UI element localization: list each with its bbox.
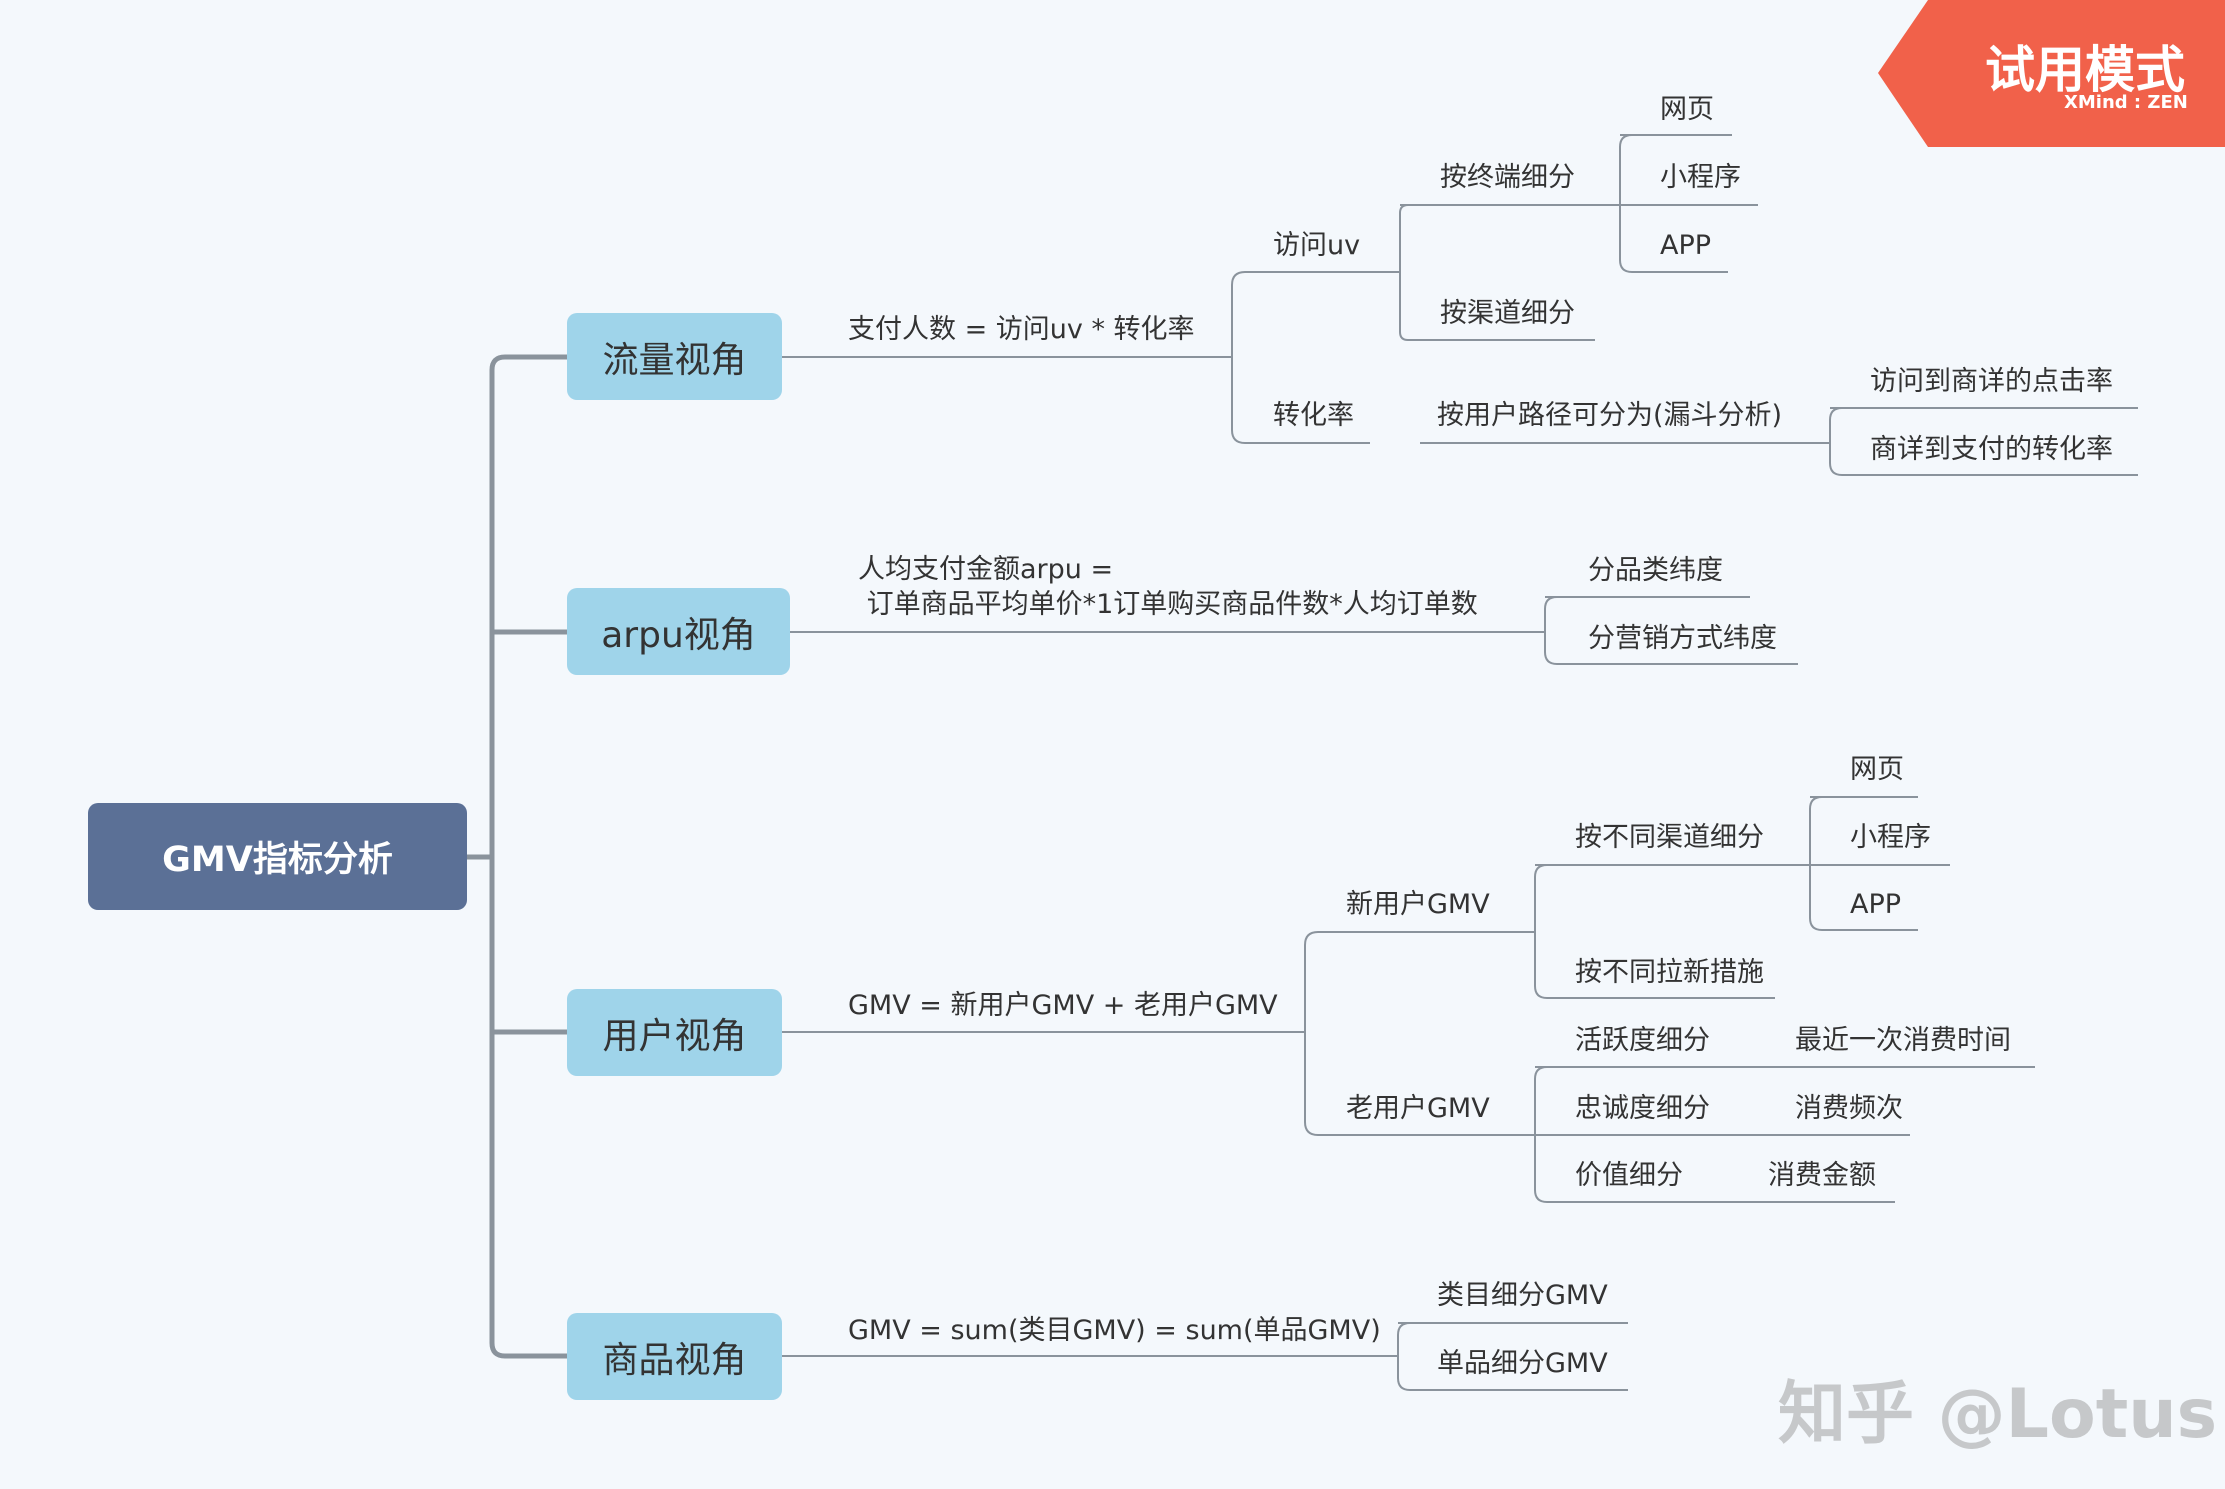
user-old-frequency[interactable]: 消费频次: [1795, 1093, 1903, 1124]
traffic-by-channel[interactable]: 按渠道细分: [1440, 298, 1575, 329]
traffic-terminal-web[interactable]: 网页: [1660, 94, 1714, 125]
user-channel-web[interactable]: 网页: [1850, 754, 1904, 785]
arpu-formula-line1[interactable]: 人均支付金额arpu =: [858, 554, 1114, 585]
arpu-formula-line2[interactable]: 订单商品平均单价*1订单购买商品件数*人均订单数: [858, 589, 1478, 620]
user-new-gmv[interactable]: 新用户GMV: [1346, 889, 1490, 920]
user-old-value[interactable]: 价值细分: [1575, 1160, 1683, 1191]
product-by-item[interactable]: 单品细分GMV: [1437, 1348, 1608, 1379]
product-by-category[interactable]: 类目细分GMV: [1437, 1280, 1608, 1311]
traffic-uv[interactable]: 访问uv: [1273, 230, 1361, 261]
product-formula[interactable]: GMV = sum(类目GMV) = sum(单品GMV): [848, 1315, 1381, 1346]
trial-mode-badge: [1878, 0, 2225, 147]
zhihu-watermark: 知乎 @Lotus: [1778, 1375, 2218, 1454]
root-node[interactable]: GMV指标分析: [88, 803, 467, 910]
arpu-by-category[interactable]: 分品类纬度: [1588, 555, 1723, 586]
xmind-zen-label: XMind : ZEN: [2064, 92, 2188, 113]
traffic-terminal-app[interactable]: APP: [1660, 230, 1712, 261]
user-channel-app[interactable]: APP: [1850, 889, 1902, 920]
user-old-recency[interactable]: 最近一次消费时间: [1795, 1025, 2011, 1056]
traffic-conversion[interactable]: 转化率: [1273, 400, 1354, 431]
arpu-by-marketing[interactable]: 分营销方式纬度: [1588, 623, 1777, 654]
user-old-amount[interactable]: 消费金额: [1768, 1160, 1876, 1191]
traffic-funnel-pay-rate[interactable]: 商详到支付的转化率: [1870, 434, 2113, 465]
main-node-arpu[interactable]: arpu视角: [567, 588, 790, 675]
traffic-terminal-miniprogram[interactable]: 小程序: [1660, 162, 1741, 193]
user-formula[interactable]: GMV = 新用户GMV + 老用户GMV: [848, 990, 1278, 1021]
user-old-gmv[interactable]: 老用户GMV: [1346, 1093, 1490, 1124]
main-node-user[interactable]: 用户视角: [567, 989, 782, 1076]
traffic-formula[interactable]: 支付人数 = 访问uv * 转化率: [848, 314, 1195, 345]
trial-mode-title: 试用模式: [1985, 41, 2185, 99]
user-new-by-measure[interactable]: 按不同拉新措施: [1575, 957, 1764, 988]
main-node-traffic[interactable]: 流量视角: [567, 313, 782, 400]
user-old-activity[interactable]: 活跃度细分: [1575, 1025, 1710, 1056]
user-new-by-channel[interactable]: 按不同渠道细分: [1575, 822, 1764, 853]
traffic-funnel[interactable]: 按用户路径可分为(漏斗分析): [1437, 400, 1783, 431]
traffic-funnel-click-rate[interactable]: 访问到商详的点击率: [1870, 366, 2113, 397]
traffic-by-terminal[interactable]: 按终端细分: [1440, 162, 1575, 193]
main-node-product[interactable]: 商品视角: [567, 1313, 782, 1400]
user-channel-miniprogram[interactable]: 小程序: [1850, 822, 1931, 853]
user-old-loyalty[interactable]: 忠诚度细分: [1575, 1093, 1710, 1124]
